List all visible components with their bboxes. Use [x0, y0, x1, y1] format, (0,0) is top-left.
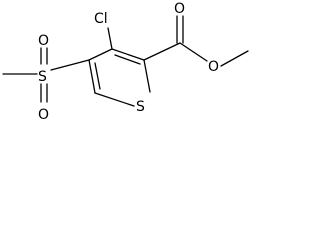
bond-c2-s1 — [143, 59, 151, 93]
chemical-structure-diagram: Cl O O S S O O — [0, 0, 253, 126]
atom-sulfur-sulfonyl: S — [38, 69, 47, 85]
atom-chlorine: Cl — [94, 11, 108, 27]
bond-c2-carbonyl — [143, 42, 181, 61]
bond-s1-c5 — [94, 92, 135, 107]
bond-o-methyl — [220, 50, 249, 67]
bond-c4-s-sulfonyl — [50, 59, 90, 71]
atom-oxygen-ester: O — [208, 59, 219, 75]
bond-c5-c4 — [88, 59, 96, 94]
molecule-svg: Cl O O S S O O — [2, 1, 249, 123]
atom-oxygen-sulfonyl-top: O — [38, 33, 49, 49]
bond-carbonyl-o-ester — [179, 42, 208, 62]
bond-c5-c4-double — [94, 62, 101, 90]
bond-c4-c3 — [88, 48, 113, 61]
bond-c3-cl — [107, 27, 113, 50]
atom-sulfur-ring: S — [136, 99, 145, 115]
bond-c3-c2 — [111, 48, 145, 61]
bond-c3-c2-double — [114, 54, 141, 65]
atom-oxygen-carbonyl: O — [174, 1, 185, 17]
atom-oxygen-sulfonyl-bottom: O — [38, 107, 49, 123]
